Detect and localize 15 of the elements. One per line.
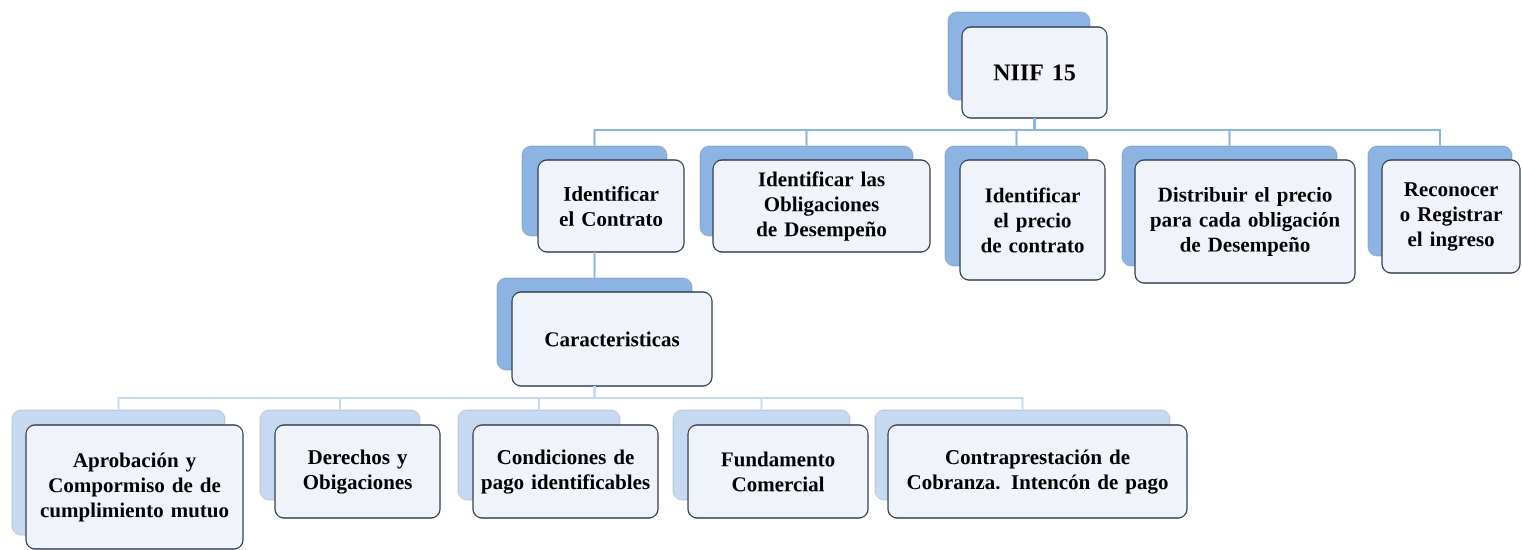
process-box: Distribuir el precio para cada obligación de Desempeño xyxy=(1121,145,1356,284)
process-box: Fundamento Comercial xyxy=(672,409,869,519)
process-box: Reconocer o Registrar el ingreso xyxy=(1367,145,1521,274)
process-box: Contraprestación de Cobranza. Intencón de pago xyxy=(874,409,1188,519)
process-box: Identificar el precio de contrato xyxy=(944,145,1106,281)
connector-line xyxy=(593,251,596,279)
connector-line xyxy=(1033,117,1441,147)
process-box: Identificar el Contrato xyxy=(521,145,685,253)
process-box: Identificar las Obligaciones de Desempeño xyxy=(699,145,931,253)
process-box: NIIF 15 xyxy=(947,11,1108,119)
process-box: Derechos y Obigaciones xyxy=(259,409,441,519)
process-box: Caracteristicas xyxy=(496,277,713,387)
connector-line xyxy=(593,385,1024,411)
process-box: Aprobación y Compormiso de de cumplimiento mutuo xyxy=(11,409,244,550)
process-box: Condiciones de pago identificables xyxy=(457,409,659,519)
